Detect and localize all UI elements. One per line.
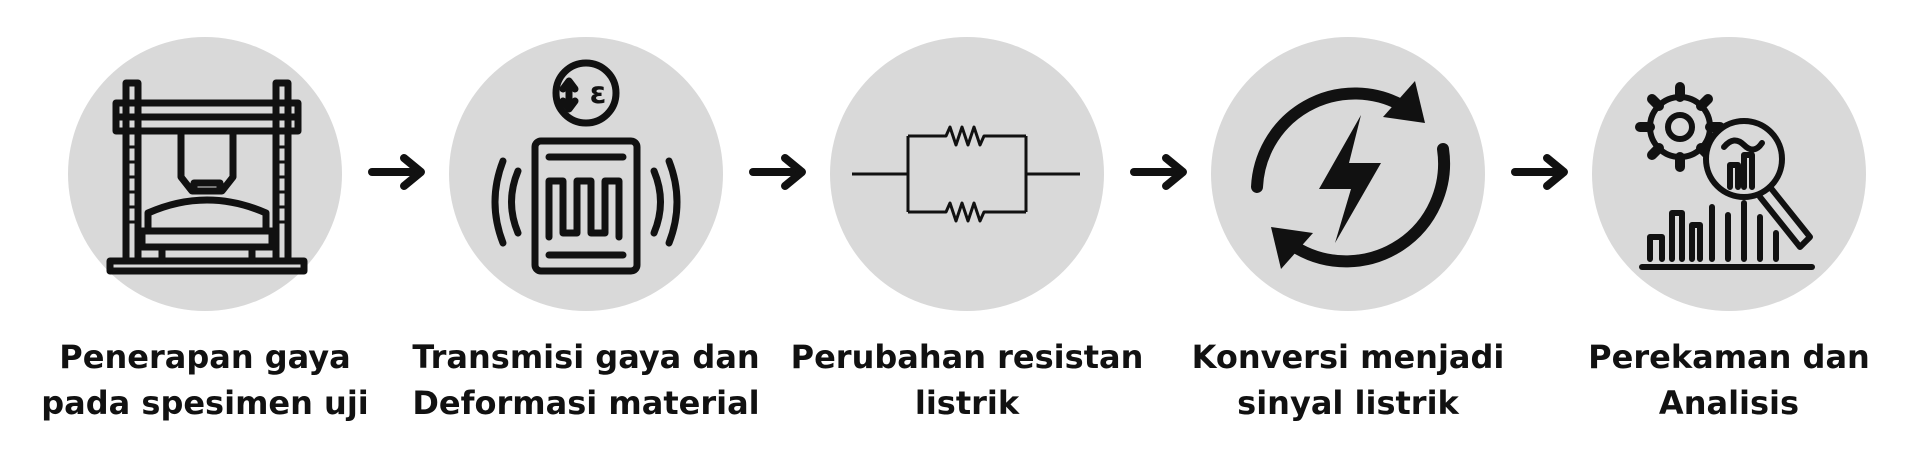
electric-conversion-icon — [1251, 81, 1451, 269]
step-2-circle: ε — [449, 37, 723, 311]
step-1-label: Penerapan gaya pada spesimen uji — [15, 334, 395, 426]
step-5-line1: Perekaman dan — [1588, 338, 1870, 376]
step-3-label: Perubahan resistan listrik — [777, 334, 1157, 426]
step-4-label: Konversi menjadi sinyal listrik — [1158, 334, 1538, 426]
step-3: Perubahan resistan listrik — [777, 0, 1157, 454]
step-4: Konversi menjadi sinyal listrik — [1158, 0, 1538, 454]
step-2-label: Transmisi gaya dan Deformasi material — [396, 334, 776, 426]
step-5-label: Perekaman dan Analisis — [1539, 334, 1919, 426]
step-5: Perekaman dan Analisis — [1539, 0, 1919, 454]
step-1-line1: Penerapan gaya — [59, 338, 351, 376]
right-arrow-icon — [1130, 154, 1187, 190]
resistor-circuit-icon — [852, 125, 1080, 223]
strain-gauge-icon: ε — [491, 59, 681, 275]
step-2-line2: Deformasi material — [412, 384, 760, 422]
step-3-line1: Perubahan resistan — [790, 338, 1144, 376]
step-4-circle — [1211, 37, 1485, 311]
testing-machine-icon — [106, 79, 308, 275]
right-arrow-icon — [749, 154, 806, 190]
step-3-line2: listrik — [914, 384, 1020, 422]
step-5-circle — [1592, 37, 1866, 311]
step-5-line2: Analisis — [1658, 384, 1800, 422]
step-4-line2: sinyal listrik — [1237, 384, 1459, 422]
right-arrow-icon — [368, 154, 425, 190]
step-3-circle — [830, 37, 1104, 311]
analysis-icon — [1635, 82, 1815, 270]
step-1: Penerapan gaya pada spesimen uji — [15, 0, 395, 454]
step-4-line1: Konversi menjadi — [1191, 338, 1505, 376]
strain-symbol: ε — [590, 76, 607, 111]
step-1-circle — [68, 37, 342, 311]
right-arrow-icon — [1511, 154, 1568, 190]
step-2: ε Transmisi gaya dan Deformasi material — [396, 0, 776, 454]
step-2-line1: Transmisi gaya dan — [412, 338, 760, 376]
step-1-line2: pada spesimen uji — [41, 384, 369, 422]
